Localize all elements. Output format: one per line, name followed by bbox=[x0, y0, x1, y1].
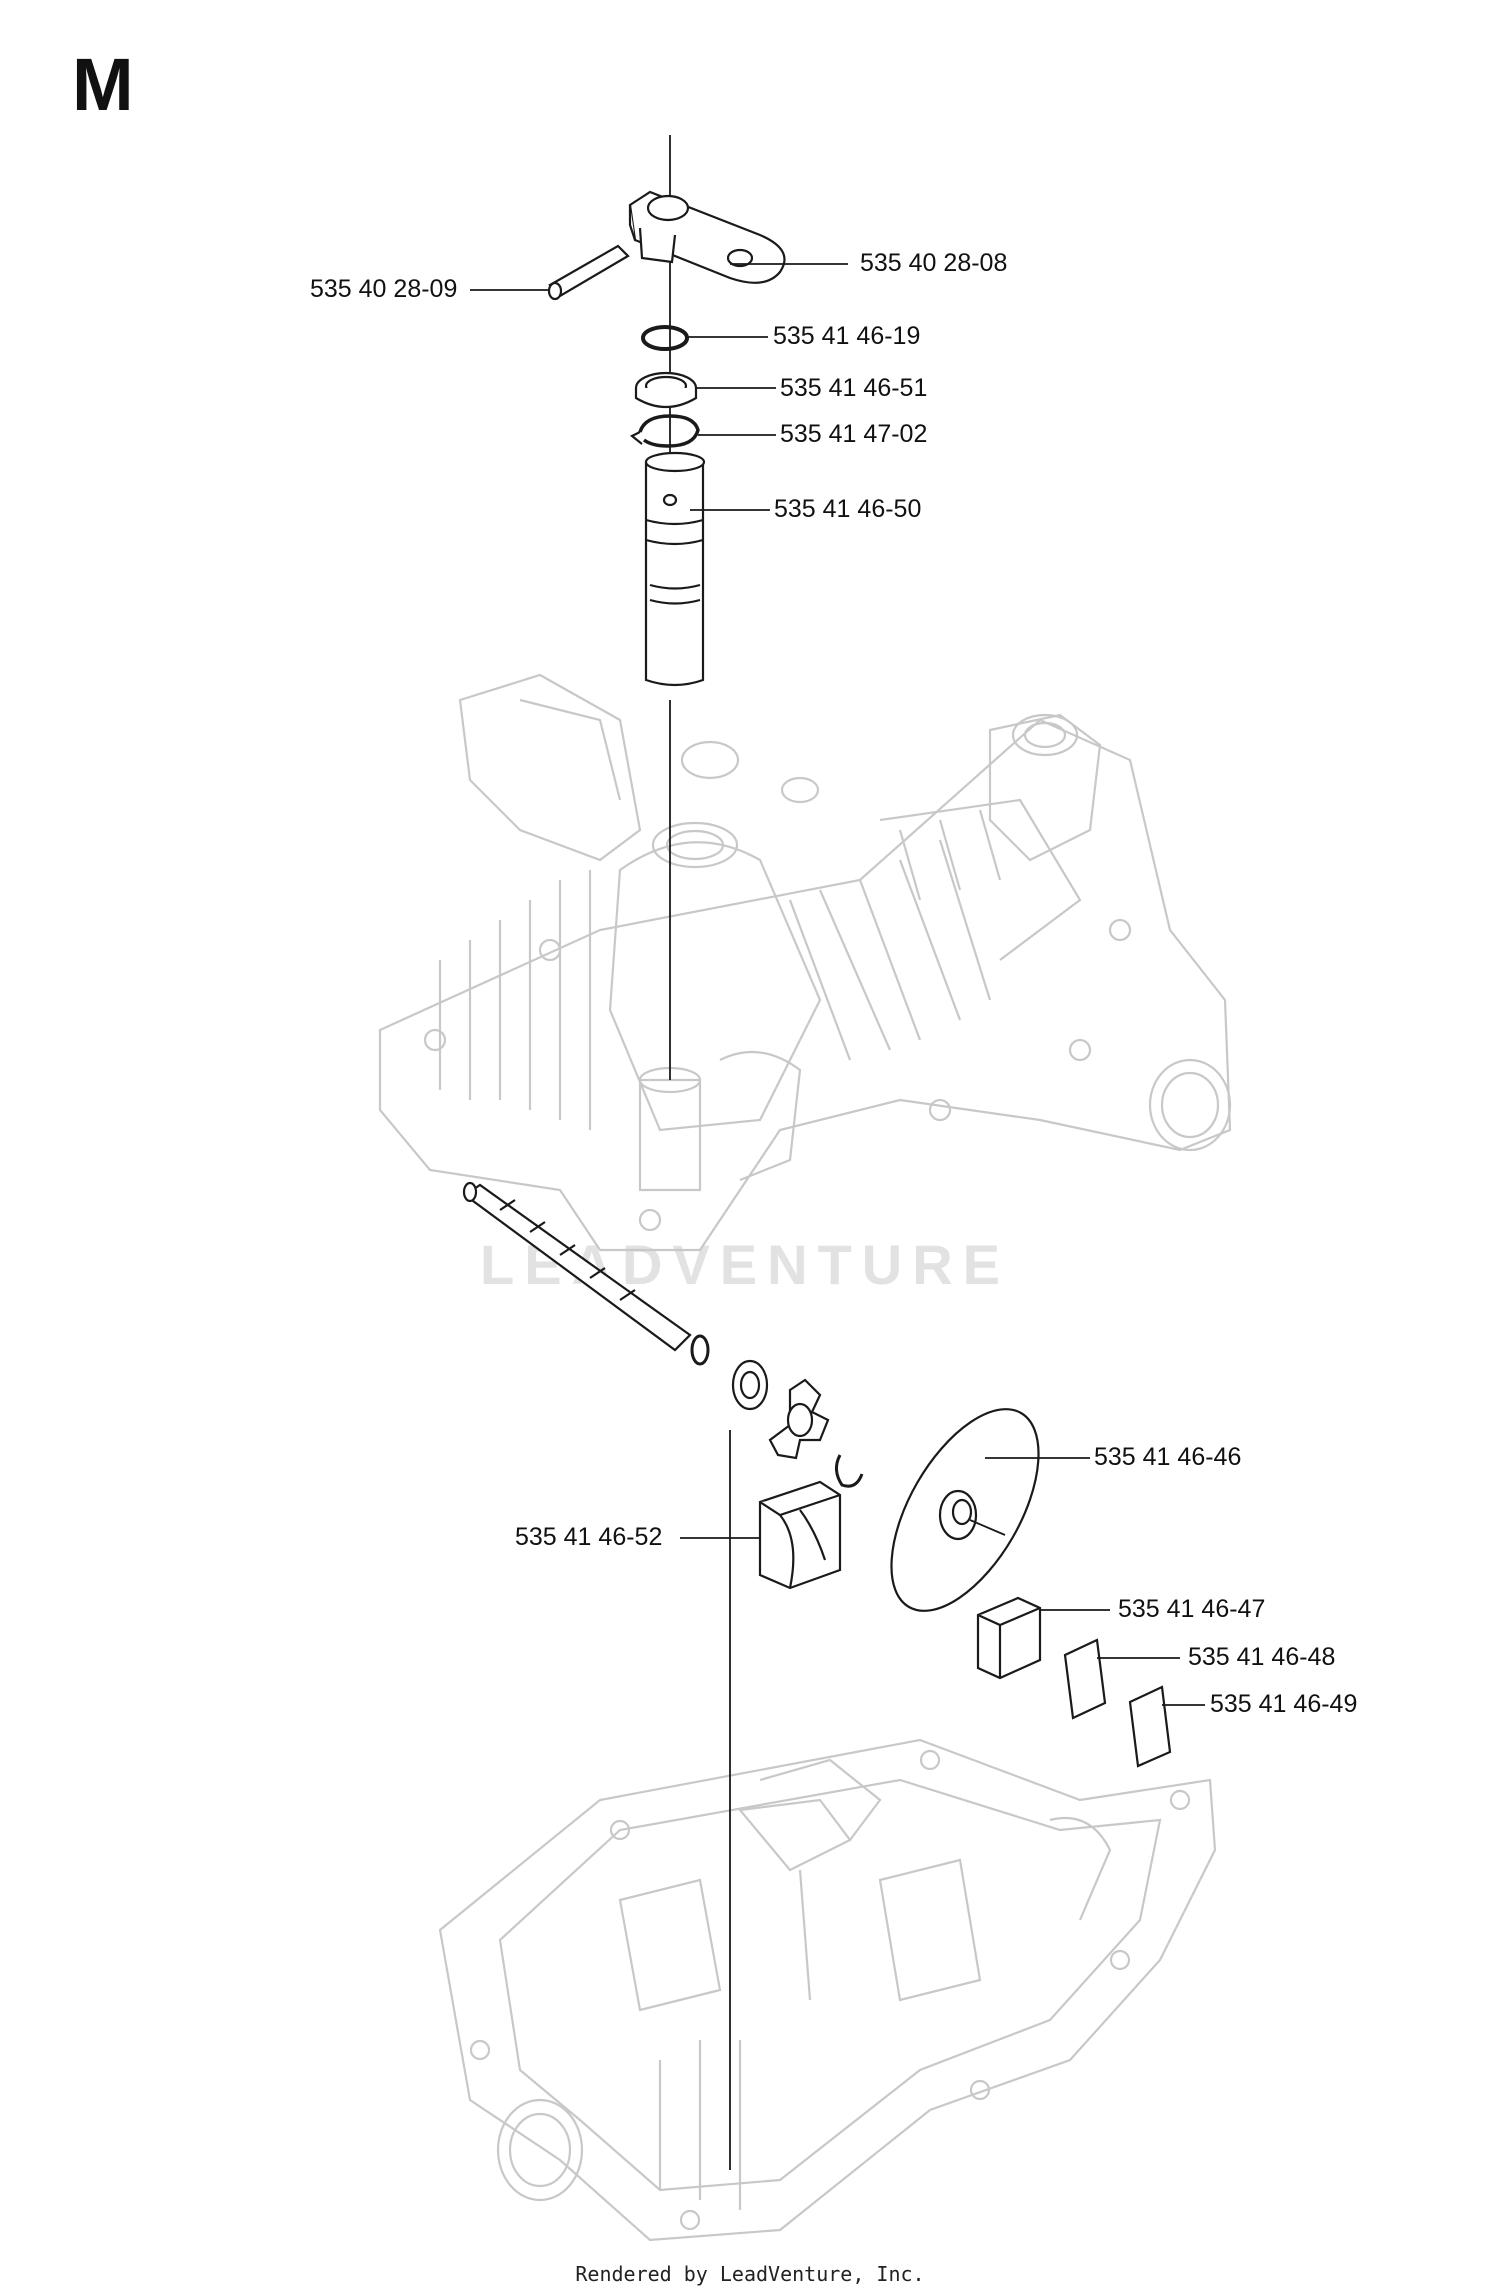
brake-block bbox=[758, 1480, 842, 1590]
upper-transaxle-housing bbox=[378, 673, 1232, 1252]
label-shaft: 535 41 46-50 bbox=[774, 495, 922, 523]
brake-puck bbox=[976, 1596, 1042, 1680]
retaining-ring bbox=[629, 414, 700, 448]
pin bbox=[547, 244, 630, 301]
label-seal: 535 41 46-51 bbox=[780, 374, 928, 402]
label-retaining-ring: 535 41 47-02 bbox=[780, 420, 928, 448]
leader-lines bbox=[470, 263, 1205, 1706]
label-brake-puck: 535 41 46-47 bbox=[1118, 1595, 1266, 1623]
label-brake-block: 535 41 46-52 bbox=[515, 1523, 663, 1551]
lower-transaxle-housing bbox=[438, 1738, 1217, 2242]
shim bbox=[1128, 1685, 1172, 1768]
section-letter: M bbox=[72, 43, 134, 126]
footer-credit: Rendered by LeadVenture, Inc. bbox=[575, 2262, 925, 2286]
label-shim-plate: 535 41 46-48 bbox=[1188, 1643, 1336, 1671]
label-o-ring: 535 41 46-19 bbox=[773, 322, 921, 350]
brake-disc bbox=[890, 1408, 1040, 1612]
label-brake-disc: 535 41 46-46 bbox=[1094, 1443, 1242, 1471]
shim-plate bbox=[1063, 1638, 1107, 1720]
label-pin: 535 40 28-09 bbox=[310, 275, 458, 303]
shift-arm bbox=[628, 190, 786, 284]
label-shim: 535 41 46-49 bbox=[1210, 1690, 1358, 1718]
label-shift-arm: 535 40 28-08 bbox=[860, 249, 1008, 277]
seal bbox=[634, 371, 698, 408]
shaft bbox=[644, 451, 706, 687]
output-shaft-assembly bbox=[462, 1181, 864, 1488]
o-ring bbox=[641, 325, 689, 351]
